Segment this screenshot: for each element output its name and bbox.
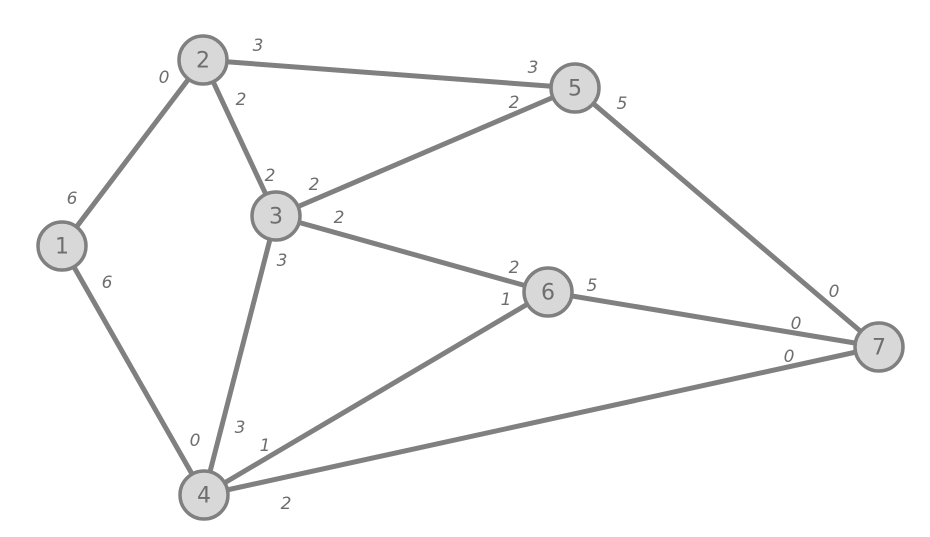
edge-3-5 (273, 85, 578, 219)
edges-layer (59, 57, 882, 498)
edge-weight-2-3-at-2: 2 (236, 90, 247, 110)
edge-weight-6-7-at-6: 5 (587, 276, 598, 296)
edge-weight-3-6-at-6: 2 (509, 258, 520, 278)
node-4: 4 (178, 469, 230, 521)
node-circle-2 (177, 34, 229, 86)
node-circle-5 (549, 62, 601, 114)
node-label-7: 7 (872, 336, 886, 361)
edge-weight-2-5-at-2: 3 (253, 36, 264, 56)
edge-weight-2-3-at-3: 2 (265, 166, 276, 186)
node-circle-3 (250, 190, 302, 242)
edge-weight-5-7-at-7: 0 (829, 282, 840, 302)
edge-weight-6-7-at-7: 0 (791, 314, 802, 334)
edge-weight-1-4-at-4: 0 (190, 431, 201, 451)
node-label-6: 6 (541, 281, 555, 306)
edge-weight-5-7-at-5: 5 (617, 94, 628, 114)
node-6: 6 (522, 266, 574, 318)
node-label-2: 2 (196, 49, 210, 74)
edge-1-4 (59, 243, 207, 498)
node-7: 7 (853, 321, 905, 373)
node-5: 5 (549, 62, 601, 114)
edge-weight-4-6-at-6: 1 (501, 290, 512, 310)
node-2: 2 (177, 34, 229, 86)
node-1: 1 (36, 220, 88, 272)
edge-4-6 (201, 289, 551, 498)
edge-weight-3-4-at-4: 3 (235, 418, 246, 438)
node-label-4: 4 (197, 484, 211, 509)
edge-weight-3-4-at-3: 3 (277, 251, 288, 271)
edge-weight-4-6-at-4: 1 (260, 436, 271, 456)
edge-weight-4-7-at-7: 0 (784, 347, 795, 367)
node-label-3: 3 (269, 205, 283, 230)
edge-5-7 (572, 85, 882, 350)
node-3: 3 (250, 190, 302, 242)
edge-3-4 (201, 213, 279, 498)
node-label-5: 5 (568, 77, 582, 102)
edge-1-2 (59, 57, 206, 249)
edge-weight-4-7-at-4: 2 (281, 494, 292, 514)
edge-weight-1-2-at-2: 0 (159, 68, 170, 88)
edge-4-7 (201, 344, 882, 498)
edge-weight-2-5-at-5: 3 (528, 58, 539, 78)
edge-3-6 (273, 213, 551, 295)
edge-weight-3-5-at-3: 2 (309, 175, 320, 195)
node-circle-1 (36, 220, 88, 272)
node-label-1: 1 (55, 235, 69, 260)
edge-2-3 (200, 57, 279, 219)
edge-weight-3-5-at-5: 2 (509, 93, 520, 113)
node-circle-7 (853, 321, 905, 373)
edge-2-5 (200, 57, 578, 91)
edge-weight-1-2-at-1: 6 (67, 189, 78, 209)
edge-6-7 (545, 289, 882, 350)
node-circle-4 (178, 469, 230, 521)
edge-weight-3-6-at-3: 2 (334, 208, 345, 228)
node-circle-6 (522, 266, 574, 318)
edge-weight-1-4-at-1: 6 (102, 273, 113, 293)
